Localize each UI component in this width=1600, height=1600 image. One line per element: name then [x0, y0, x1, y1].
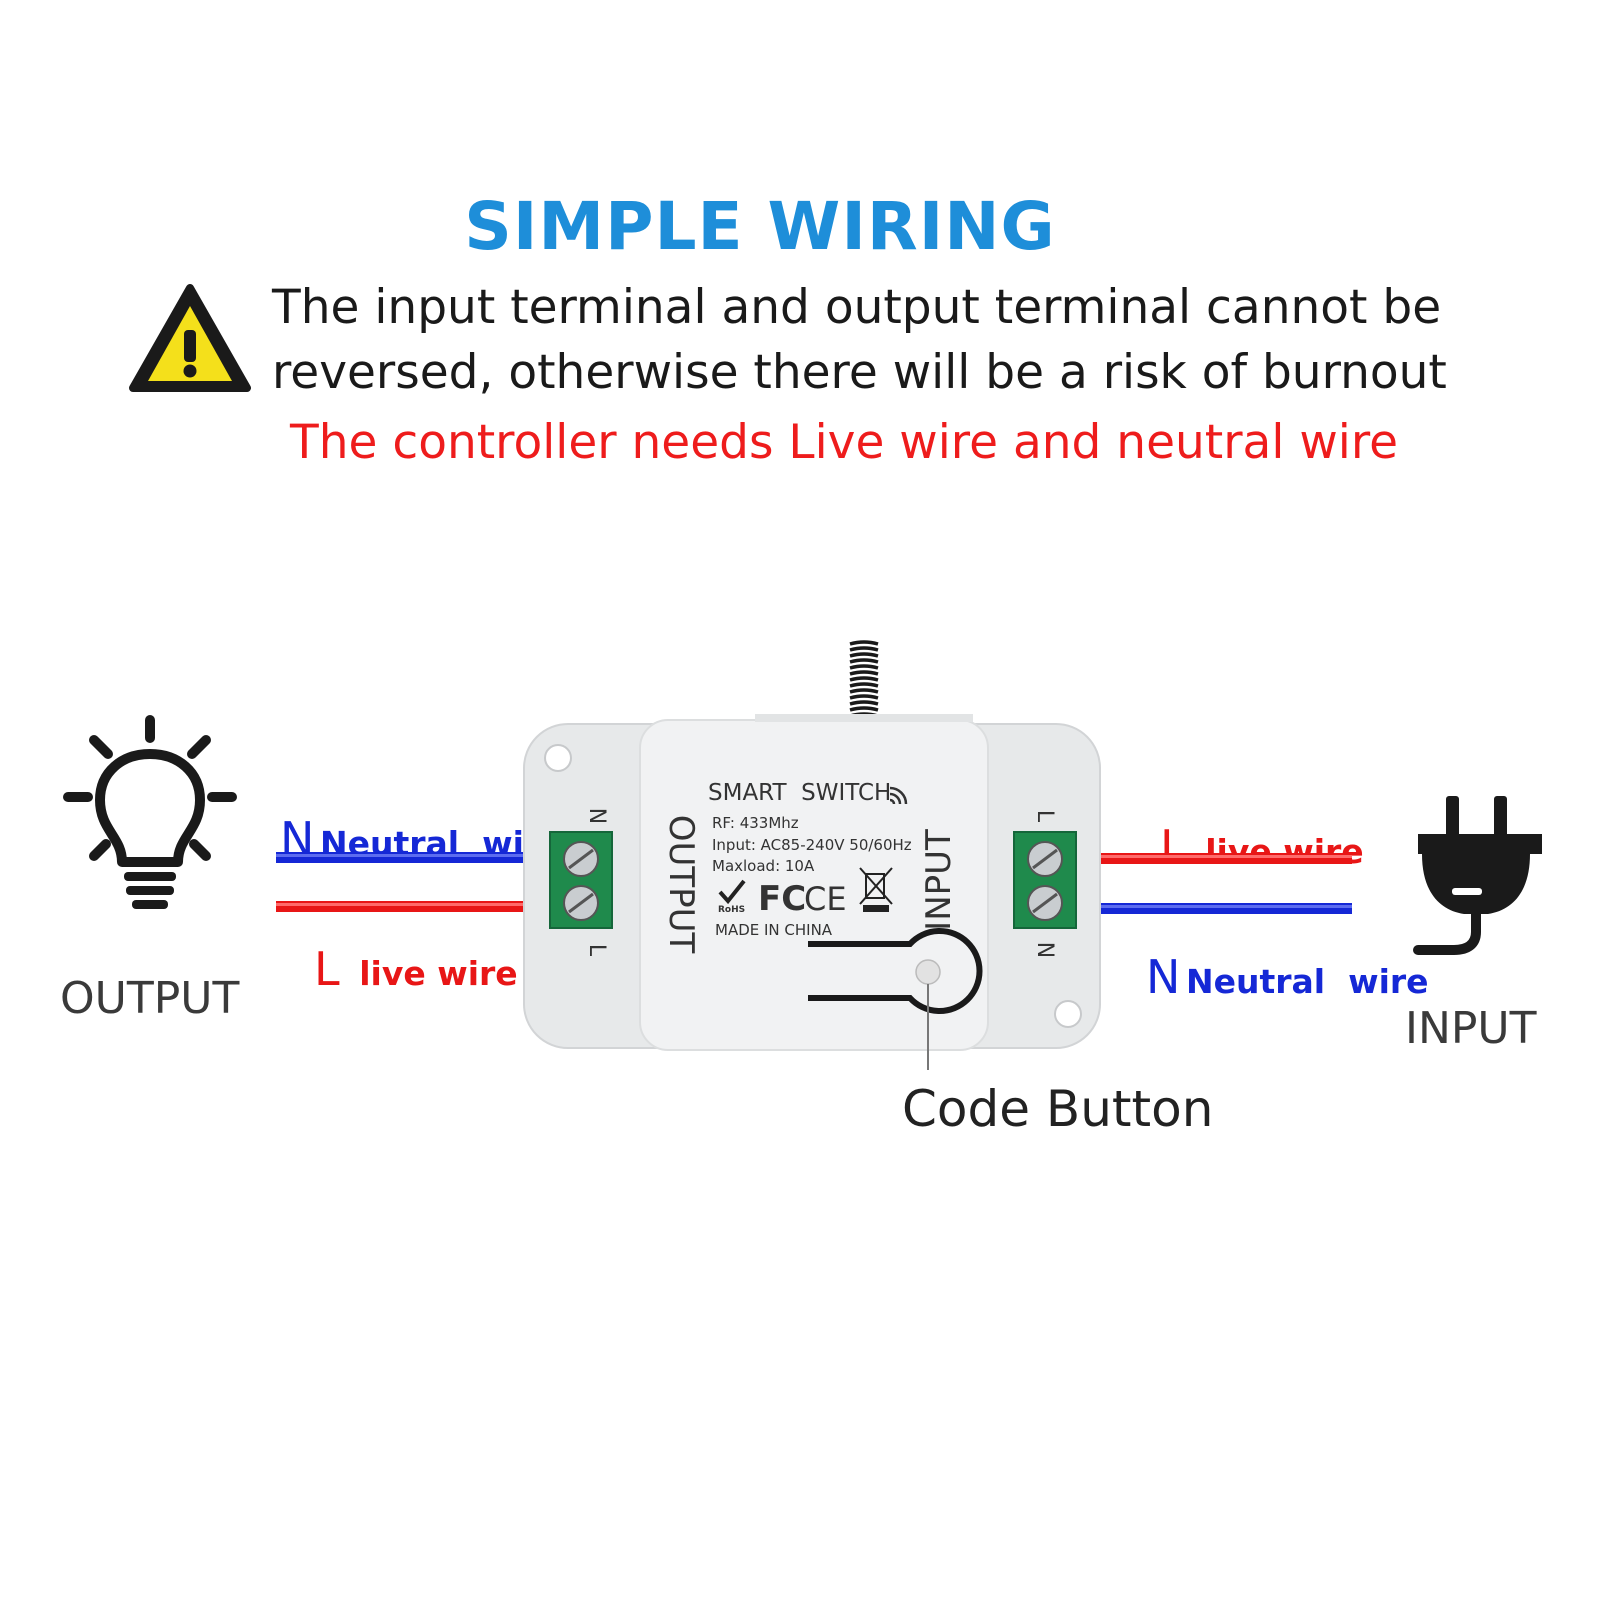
right-terminal-top-letter: L: [1032, 810, 1057, 823]
power-plug-icon: [1413, 796, 1542, 955]
input-live-label: L live wire: [1160, 820, 1364, 874]
output-neutral-wire: [276, 852, 538, 863]
input-neutral-letter: N: [1146, 950, 1181, 1004]
smart-switch-diagram: N L L N OUTPUT INPUT SMART SWITCH RF: 43…: [276, 640, 1352, 1070]
output-live-text: live wire: [359, 954, 518, 993]
device-input-spec: Input: AC85-240V 50/60Hz: [712, 836, 912, 854]
device-output-emboss: OUTPUT: [661, 815, 701, 954]
device-rf: RF: 433Mhz: [712, 814, 799, 832]
light-bulb-icon: [63, 715, 237, 909]
left-terminal-top-letter: N: [584, 808, 609, 824]
input-label: INPUT: [1405, 1003, 1537, 1054]
right-terminal-bottom-letter: N: [1032, 942, 1057, 958]
warning-text-line-1: The input terminal and output terminal c…: [272, 280, 1442, 335]
page-title: SIMPLE WIRING: [464, 188, 1056, 265]
input-neutral-label: N Neutral wire: [1146, 950, 1429, 1004]
device-name: SMART SWITCH: [708, 780, 891, 806]
warning-triangle-icon: [129, 284, 251, 392]
weee-bin-icon: [859, 867, 893, 912]
code-button-label: Code Button: [902, 1080, 1214, 1138]
code-button-bracket: [808, 928, 983, 1014]
left-terminal-bottom-letter: L: [584, 944, 609, 957]
requirement-text: The controller needs Live wire and neutr…: [290, 415, 1399, 470]
warning-text-line-2: reversed, otherwise there will be a risk…: [272, 345, 1447, 400]
input-neutral-text: Neutral wire: [1186, 962, 1429, 1001]
device-input-emboss: INPUT: [919, 829, 959, 931]
output-live-label: L live wire: [314, 942, 518, 996]
input-live-text: live wire: [1205, 832, 1364, 871]
output-live-wire: [276, 901, 538, 912]
ce-mark: CE: [804, 880, 847, 918]
fcc-mark: FC: [758, 879, 806, 919]
input-live-letter: L: [1160, 820, 1186, 874]
input-live-wire: [1098, 853, 1352, 864]
output-label: OUTPUT: [60, 973, 240, 1024]
output-live-letter: L: [314, 942, 340, 996]
input-neutral-wire: [1098, 903, 1352, 914]
device-maxload: Maxload: 10A: [712, 857, 815, 875]
device-origin: MADE IN CHINA: [715, 921, 833, 939]
wireless-signal-icon: [889, 786, 908, 805]
rohs-check-icon: [718, 879, 746, 905]
rohs-text: RoHS: [718, 905, 745, 915]
code-button[interactable]: [915, 959, 941, 985]
